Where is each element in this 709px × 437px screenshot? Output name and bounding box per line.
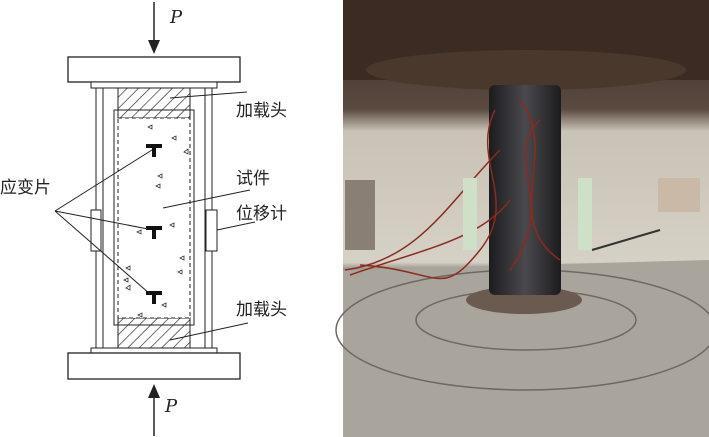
aggregate-marks [123,124,189,318]
bottom-arrow [148,384,160,436]
top-plate [90,81,218,89]
top-platen [67,56,241,83]
strain-gauge-label: 应变片 [0,178,51,198]
top-loading-head [117,87,191,119]
displacement-meter-label: 位移计 [236,204,287,224]
specimen-label: 试件 [236,169,270,189]
right-displacement-meter [205,209,218,252]
top-loading-head-label: 加载头 [236,101,287,121]
test-photo [335,0,709,437]
top-arrow [148,2,160,54]
top-load-label: P [170,7,183,28]
strain-gauge-icons [146,144,162,304]
bottom-load-label: P [165,396,178,417]
leader-lines [54,91,256,341]
bottom-loading-head [117,317,191,349]
left-displacement-meter [90,209,102,252]
bottom-plate [90,347,218,354]
bottom-loading-head-label: 加载头 [236,300,287,320]
bottom-platen [67,352,241,380]
